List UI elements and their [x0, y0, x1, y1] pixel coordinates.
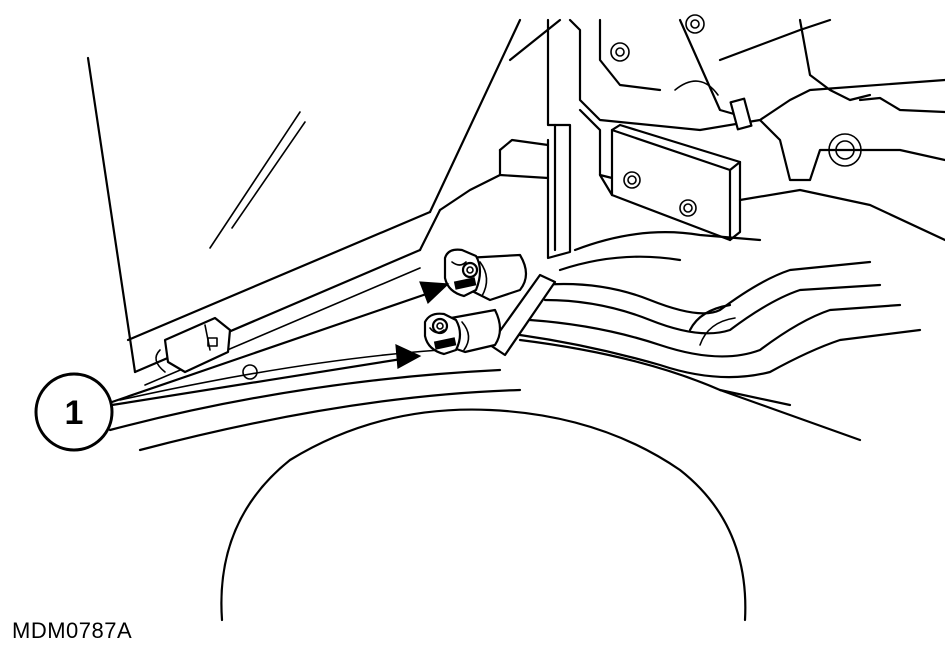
heater-hoses — [518, 260, 922, 379]
panel-clip — [155, 316, 258, 380]
mounting-plate — [598, 123, 945, 242]
hose-clamp-lower — [423, 312, 462, 356]
engine-block — [568, 14, 945, 182]
callout-leaders — [110, 281, 450, 407]
hose-clamp-upper — [443, 248, 482, 298]
firewall-pillar — [438, 18, 572, 260]
wheel-well — [220, 408, 747, 622]
figure-id: MDM0787A — [12, 618, 133, 643]
callout-1: 1 — [34, 372, 114, 452]
callout-label: 1 — [65, 394, 84, 432]
